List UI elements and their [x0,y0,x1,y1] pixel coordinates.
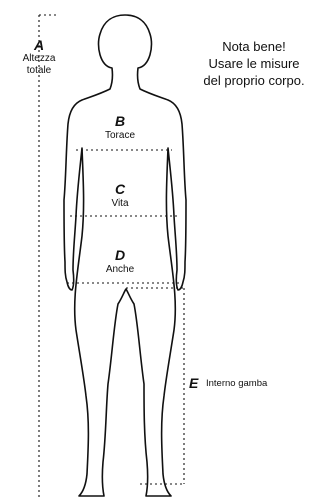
inseam-letter: E [189,376,203,390]
hips-label: Anche [90,264,150,276]
waist-letter: C [110,182,130,196]
waist-label: Vita [90,198,150,210]
note-text: Nota bene! Usare le misure del proprio c… [188,38,320,89]
note-line-3: del proprio corpo. [188,72,320,89]
inseam-label: Interno gamba [206,378,296,390]
note-line-2: Usare le misure [188,55,320,72]
note-line-1: Nota bene! [188,38,320,55]
chest-label: Torace [90,130,150,142]
height-letter: A [29,38,49,52]
height-label-line1: Altezza [14,53,64,65]
hips-letter: D [110,248,130,262]
height-label-line2: totale [14,65,64,77]
chest-letter: B [110,114,130,128]
